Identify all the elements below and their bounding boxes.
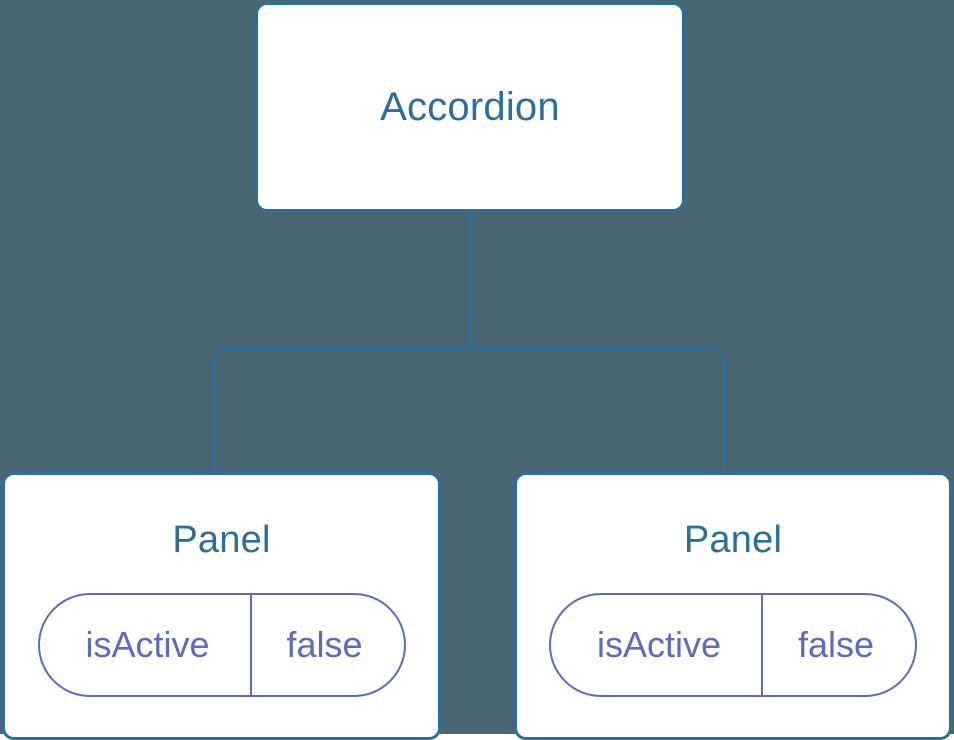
- connector-bus-left: [212, 346, 470, 472]
- node-panel-1-prop-key: isActive: [551, 595, 763, 695]
- node-accordion[interactable]: Accordion: [255, 2, 685, 212]
- node-panel-0-prop-pill[interactable]: isActive false: [37, 593, 406, 697]
- node-panel-1[interactable]: Panel isActive false: [514, 472, 952, 740]
- node-panel-0[interactable]: Panel isActive false: [2, 472, 441, 740]
- node-panel-1-prop-pill[interactable]: isActive false: [549, 593, 917, 697]
- node-accordion-title: Accordion: [380, 85, 560, 129]
- node-panel-0-prop-key: isActive: [40, 595, 252, 695]
- node-panel-1-title: Panel: [683, 519, 783, 561]
- connector-bus-right: [470, 346, 727, 472]
- node-panel-0-title: Panel: [172, 519, 271, 561]
- node-panel-0-prop-value: false: [286, 624, 363, 665]
- node-panel-1-prop-value: false: [797, 624, 875, 665]
